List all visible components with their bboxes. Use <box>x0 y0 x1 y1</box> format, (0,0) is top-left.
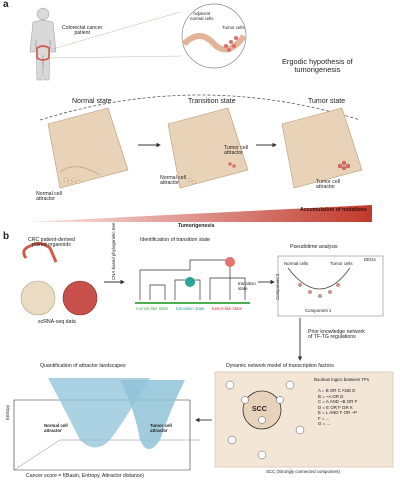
tree-axis-label: CNA-based phylogenetic tree <box>111 222 116 280</box>
tumor-attractor-trans-line2: attractor <box>224 150 244 157</box>
logic-rule: C = A AND ~B OR F <box>318 399 358 404</box>
logic-rule: A = B OR C AND D <box>318 388 356 393</box>
logic-rules: A = B OR C AND D B = ~A OR D C = A AND ~… <box>318 388 357 427</box>
boolean-title: Boolean logics between TFs <box>314 377 370 382</box>
panel-a-letter: a <box>3 0 9 10</box>
group-transition: transition state <box>176 306 205 311</box>
mutations-label: Accumulation of mutations <box>300 207 367 213</box>
organoids-line1: CRC patient-derived <box>28 237 75 243</box>
degs-label: DEGs <box>364 257 376 262</box>
normal-attractor-trans: Normal cell attractor <box>160 175 186 187</box>
network-box <box>214 371 394 468</box>
patient-label-line2: patient <box>74 30 90 37</box>
normal-attractor-line2: attractor <box>36 196 56 203</box>
landscape-transition <box>167 107 249 189</box>
group-normal: normal-like state <box>136 306 169 311</box>
state-tumor: Tumor state <box>308 98 346 105</box>
scc-caption: SCC (Strongly connected component) <box>266 469 340 474</box>
adjacent-line1: Adjacent <box>193 11 211 16</box>
tumor-attractor-final: Tumor cell attractor <box>316 179 341 191</box>
transition-state-line2: state <box>238 285 248 291</box>
logic-rule: D = E OR F OR K <box>318 404 353 410</box>
tumorigenesis-label: Tumorigenesis <box>178 223 215 229</box>
adjacent-normal-label: Adjacent normal cells <box>190 11 214 21</box>
scc-label: SCC <box>252 406 267 413</box>
normal-attractor-trans-line1: Normal cell <box>160 175 186 181</box>
organoids-line2: paired organoids <box>32 242 71 249</box>
panel-b-letter: b <box>3 231 10 242</box>
network-title: Dynamic network model of transcription f… <box>226 363 334 369</box>
landscape-surface <box>48 378 150 448</box>
tumor-attractor-b: Tumor cell attractor <box>150 423 172 433</box>
patient-label: Colorectal cancer patient <box>62 25 103 37</box>
magnified-tissue <box>181 3 247 69</box>
normal-attractor-b: Normal cell attractor <box>44 423 68 433</box>
component2-label: Component 2 <box>275 273 280 300</box>
logic-rule: E = L AND F OR ~P <box>318 410 357 415</box>
prior-line1: Prior knowledge network <box>308 329 365 335</box>
normal-attractor-trans-line2: attractor <box>160 180 180 187</box>
normal-attractor-a: Normal cell attractor <box>36 191 62 203</box>
cancer-score: Cancer score = f(Basin, Entropy, Attract… <box>26 473 144 479</box>
patient-figure <box>29 7 57 81</box>
tumor-attractor-final-line1: Tumor cell <box>316 179 341 185</box>
organoid-normal <box>20 280 56 316</box>
landscape-title: Quantification of attractor landscapes <box>40 363 126 369</box>
landscape-normal <box>47 107 129 189</box>
normal-attractor-line1: Normal cell <box>36 191 62 197</box>
tumor-attractor-trans: Tumor cell attractor <box>224 145 249 157</box>
landscape-tumor <box>281 107 363 189</box>
organoids-label: CRC patient-derived paired organoids <box>28 237 75 249</box>
tumor-cells-pt: Tumor cells <box>330 261 353 266</box>
tumor-cells-label: Tumor cells <box>222 25 245 30</box>
patient-label-line1: Colorectal cancer <box>62 25 103 31</box>
prior-knowledge-label: Prior knowledge network of TF-TG regulat… <box>308 329 365 341</box>
pseudotime-title: Pseudotime analysis <box>290 244 338 250</box>
tumor-attractor-trans-line1: Tumor cell <box>224 145 249 151</box>
component1-label: Component 1 <box>305 308 332 313</box>
hypothesis-title: Ergodic hypothesis of tumorigenesis <box>282 58 353 74</box>
normal-attr-b-line1: Normal cell <box>44 423 68 428</box>
entropy-label: Entropy <box>5 404 10 420</box>
logic-rule: F = ... <box>318 415 330 421</box>
normal-attr-b-line2: attractor <box>44 427 62 433</box>
organoid-tumor <box>62 280 98 316</box>
state-normal: Normal state <box>72 98 112 105</box>
prior-line2: of TF-TG regulations <box>308 334 356 341</box>
hypothesis-line1: Ergodic hypothesis of <box>282 57 353 66</box>
state-transition: Transition state <box>188 98 236 105</box>
adjacent-line2: normal cells <box>190 15 214 21</box>
transition-state-label: transition state <box>238 281 256 291</box>
hypothesis-line2: tumorigenesis <box>294 64 341 74</box>
transition-state-line1: transition <box>238 281 256 286</box>
tumor-attr-b-line1: Tumor cell <box>150 423 172 428</box>
tumor-attractor-final-line2: attractor <box>316 184 336 191</box>
scrnaseq-label: scRNA-seq data <box>38 319 76 325</box>
logic-rule: G = ... <box>318 421 331 426</box>
mutation-wedge <box>26 205 372 222</box>
logic-rule: B = ~A OR D <box>318 393 344 399</box>
tumor-attr-b-line2: attractor <box>150 427 168 433</box>
normal-cells-pt: Normal cells <box>284 261 309 266</box>
group-tumor: tumor-like state <box>212 306 243 311</box>
transition-title: Identification of transition state <box>140 237 211 243</box>
